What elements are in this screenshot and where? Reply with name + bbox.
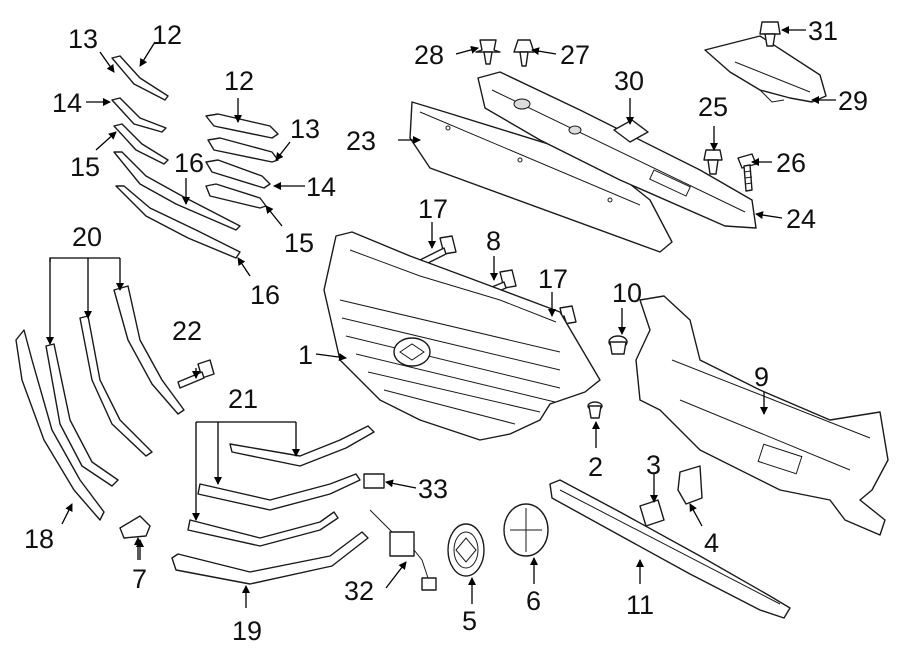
wire-harness [369, 509, 437, 591]
emblem-base [503, 503, 549, 557]
callout-11: 11 [626, 590, 654, 620]
callout-13-left: 13 [68, 24, 98, 54]
callout-9: 9 [754, 362, 769, 392]
bracket-4 [677, 465, 703, 505]
upper-support-bar [477, 71, 757, 229]
callout-17-left: 17 [418, 194, 448, 224]
leader-lines [46, 26, 836, 608]
callout-15-right: 15 [284, 228, 314, 258]
grille-moldings-left [111, 55, 241, 259]
callout-14-right: 14 [306, 172, 336, 202]
retainer-3 [639, 499, 665, 527]
push-clip-27 [513, 39, 535, 67]
callout-21: 21 [228, 384, 258, 414]
callout-7: 7 [132, 564, 147, 594]
grille-moldings-right [205, 113, 279, 209]
bottom-trim [171, 531, 369, 585]
bolt-26 [737, 153, 757, 192]
callout-labels: 12 13 14 15 16 16 12 13 14 15 20 22 21 1… [24, 16, 868, 646]
push-clip-25 [703, 149, 723, 175]
callout-33: 33 [418, 474, 448, 504]
callout-17-right: 17 [538, 264, 568, 294]
sensor [363, 473, 385, 489]
callout-3: 3 [646, 450, 661, 480]
callout-30: 30 [614, 66, 644, 96]
main-grille [323, 231, 601, 441]
callout-10: 10 [612, 278, 642, 308]
small-bracket [119, 515, 151, 539]
callout-6: 6 [526, 586, 541, 616]
callout-1: 1 [298, 340, 313, 370]
callout-5: 5 [462, 606, 477, 636]
callout-27: 27 [560, 40, 590, 70]
callout-20: 20 [72, 222, 102, 252]
callout-26: 26 [776, 148, 806, 178]
push-clip-31 [759, 21, 781, 47]
callout-22: 22 [172, 316, 202, 346]
clip-2 [587, 401, 603, 419]
callout-28: 28 [414, 40, 444, 70]
callout-8: 8 [486, 226, 501, 256]
emblem [447, 523, 485, 577]
callout-16-left: 16 [174, 148, 204, 178]
callout-24: 24 [786, 204, 816, 234]
callout-19: 19 [232, 616, 262, 646]
callout-12-right: 12 [224, 66, 254, 96]
callout-13-right: 13 [290, 114, 320, 144]
callout-2: 2 [588, 452, 603, 482]
side-trims [15, 285, 185, 521]
callout-12-left: 12 [152, 20, 182, 50]
clip-10 [608, 335, 628, 355]
callout-16-right: 16 [250, 280, 280, 310]
callout-4: 4 [704, 528, 719, 558]
callout-18: 18 [24, 524, 54, 554]
callout-25: 25 [698, 92, 728, 122]
callout-31: 31 [808, 16, 838, 46]
bumper-bracket [635, 295, 889, 536]
lower-trims [187, 425, 375, 547]
upper-seal-panel [409, 101, 673, 253]
callout-32: 32 [344, 576, 374, 606]
lower-absorber [549, 479, 791, 619]
callout-23: 23 [346, 126, 376, 156]
callout-15-left: 15 [70, 152, 100, 182]
push-clip-28 [475, 39, 501, 65]
callout-14-left: 14 [52, 88, 82, 118]
callout-29: 29 [838, 86, 868, 116]
